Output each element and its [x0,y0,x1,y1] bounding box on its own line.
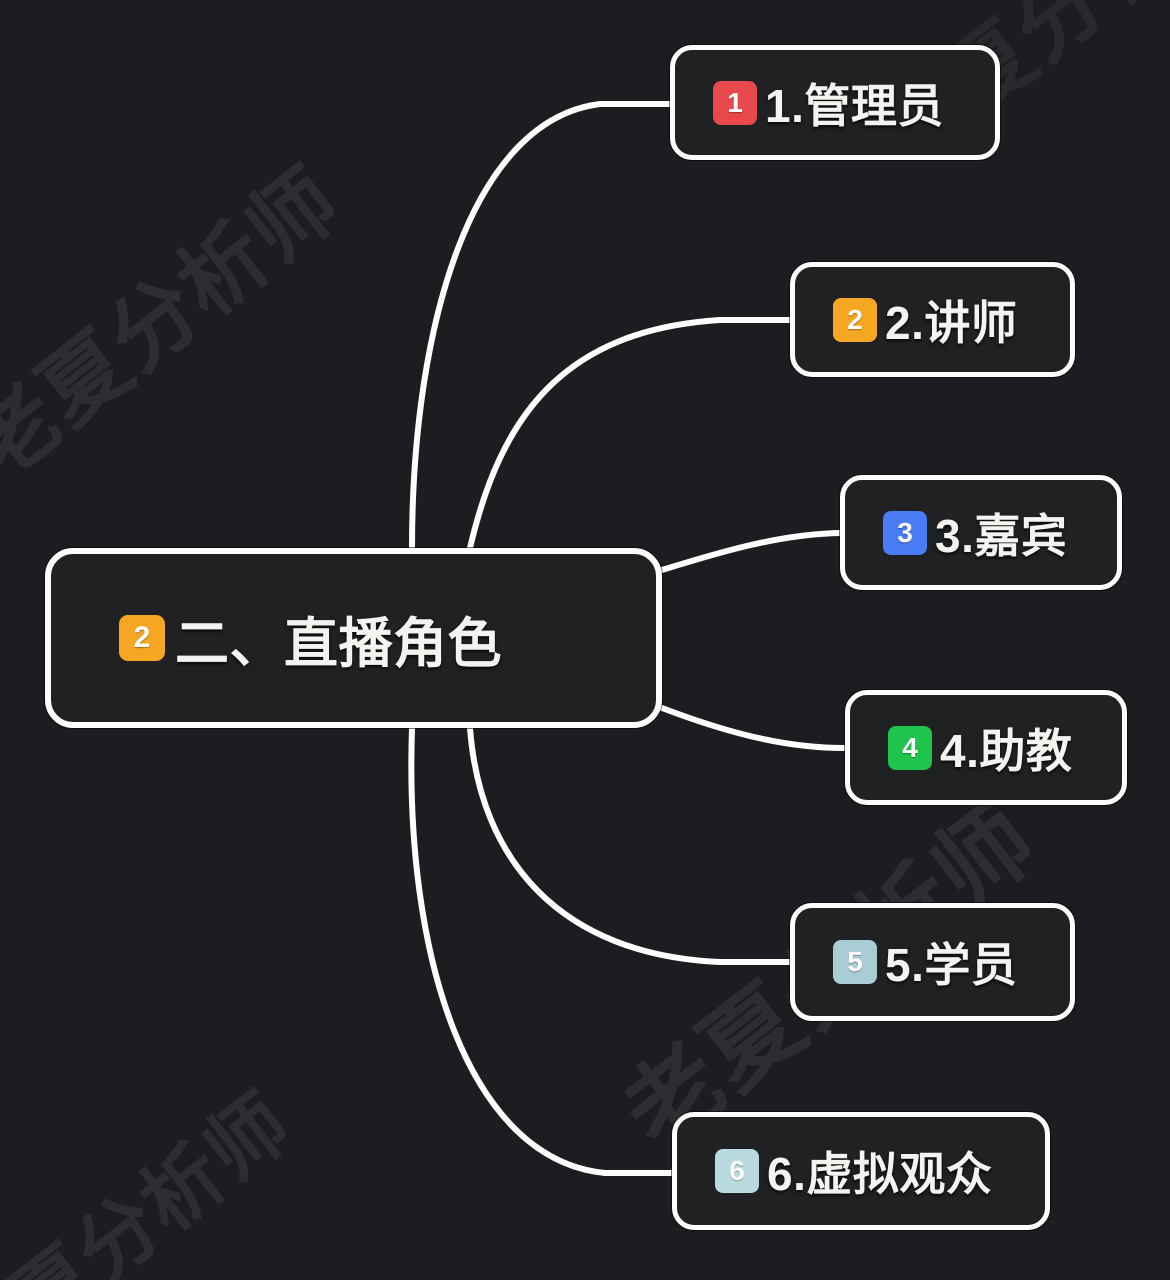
node-1-label: 1.管理员 [765,79,944,132]
node-5-badge: 5 [833,940,877,984]
node-6-badge: 6 [715,1149,759,1193]
connector-to-node-3 [659,530,843,573]
mindmap-node-6[interactable]: 6 6.虚拟观众 [672,1112,1050,1230]
connector-to-node-1 [409,101,673,551]
node-3-label: 3.嘉宾 [935,509,1068,562]
node-2-label: 2.讲师 [885,296,1018,349]
mindmap-root-node[interactable]: 2 二、直播角色 [45,548,662,728]
root-label: 二、直播角色 [175,613,502,674]
mindmap-node-2[interactable]: 2 2.讲师 [790,262,1075,377]
mindmap-node-3[interactable]: 3 3.嘉宾 [840,475,1122,590]
watermark-text: 老夏分析师 [0,1076,308,1280]
mindmap-node-4[interactable]: 4 4.助教 [845,690,1127,805]
root-badge: 2 [119,615,165,661]
node-5-label: 5.学员 [885,939,1018,991]
mindmap-node-5[interactable]: 5 5.学员 [790,903,1075,1021]
node-4-badge: 4 [888,725,932,770]
connector-to-node-6 [408,725,675,1176]
node-4-label: 4.助教 [940,724,1073,777]
node-6-label: 6.虚拟观众 [767,1148,993,1200]
node-2-badge: 2 [833,297,877,342]
connector-to-node-4 [659,705,848,751]
node-1-badge: 1 [713,80,757,125]
node-3-badge: 3 [883,510,927,555]
connector-to-node-5 [467,725,793,965]
mindmap-node-1[interactable]: 1 1.管理员 [670,45,1000,160]
connector-to-node-2 [467,317,793,551]
watermark-text: 老夏分析师 [0,150,359,498]
